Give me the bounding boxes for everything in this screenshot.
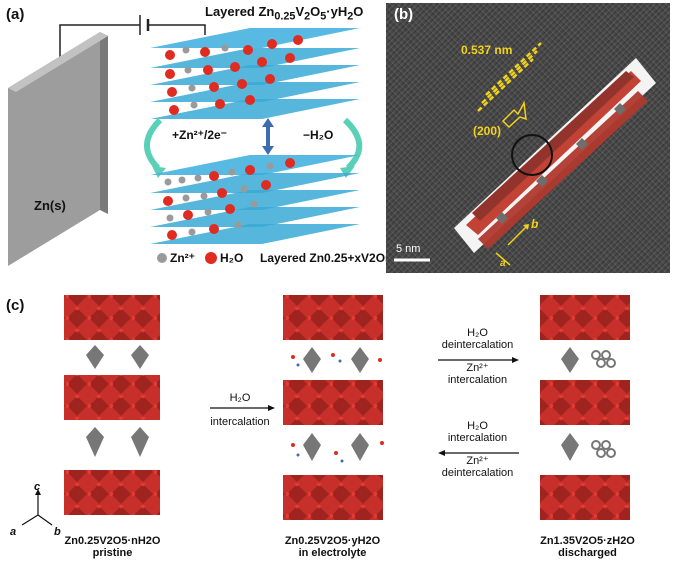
struct2-caption: Zn0.25V2O5·yH2O in electrolyte	[284, 535, 381, 559]
axis-b-label-c: b	[54, 526, 61, 538]
structure-discharged	[540, 295, 630, 520]
plane-label: (200)	[473, 124, 502, 138]
arrow1-label: H₂O intercalation	[210, 392, 270, 428]
arrow3-label: H₂O intercalation Zn²⁺ deintercalation	[441, 420, 514, 479]
struct3-caption: Zn1.35V2O5·zH2O discharged	[540, 535, 635, 559]
panel-a-label: (a)	[6, 6, 25, 23]
panel-b-overlay	[394, 42, 656, 266]
axis-a-label-c: a	[10, 526, 17, 538]
panel-c-label: (c)	[6, 297, 25, 314]
left-arrow-label: +Zn²⁺/2e⁻	[172, 128, 228, 142]
axis-a-label: a	[500, 258, 506, 269]
axis-b-label: b	[531, 217, 539, 231]
scale-bar-label: 5 nm	[396, 243, 421, 255]
top-layer-stack	[150, 28, 360, 119]
panel-a-bottom-title: Layered Zn0.25+xV2O5·zH2O	[260, 251, 427, 265]
right-arrow-label: −H₂O	[303, 128, 334, 142]
top-stack-ions	[165, 35, 303, 115]
axis-c-label: c	[34, 481, 41, 493]
zn-electrode-label: Zn(s)	[34, 198, 66, 213]
bottom-layer-stack	[150, 155, 360, 244]
arrow2-label: H₂O deintercalation Zn²⁺ intercalation	[441, 327, 514, 386]
structure-electrolyte	[283, 295, 384, 520]
lattice-spacing-label: 0.537 nm	[461, 43, 513, 57]
panel-c-structures	[21, 295, 630, 526]
panel-b-label: (b)	[394, 6, 414, 23]
legend-h2o-label: H₂O	[220, 251, 244, 265]
bottom-stack-ions	[163, 158, 295, 240]
struct1-caption: Zn0.25V2O5·nH2O pristine	[64, 535, 161, 559]
structure-pristine	[64, 295, 160, 515]
panel-a-top-title: Layered Zn0.25V2O5·yH2O	[205, 4, 364, 23]
legend-zn-label: Zn²⁺	[170, 251, 195, 265]
panel-a-diagram	[8, 15, 363, 266]
